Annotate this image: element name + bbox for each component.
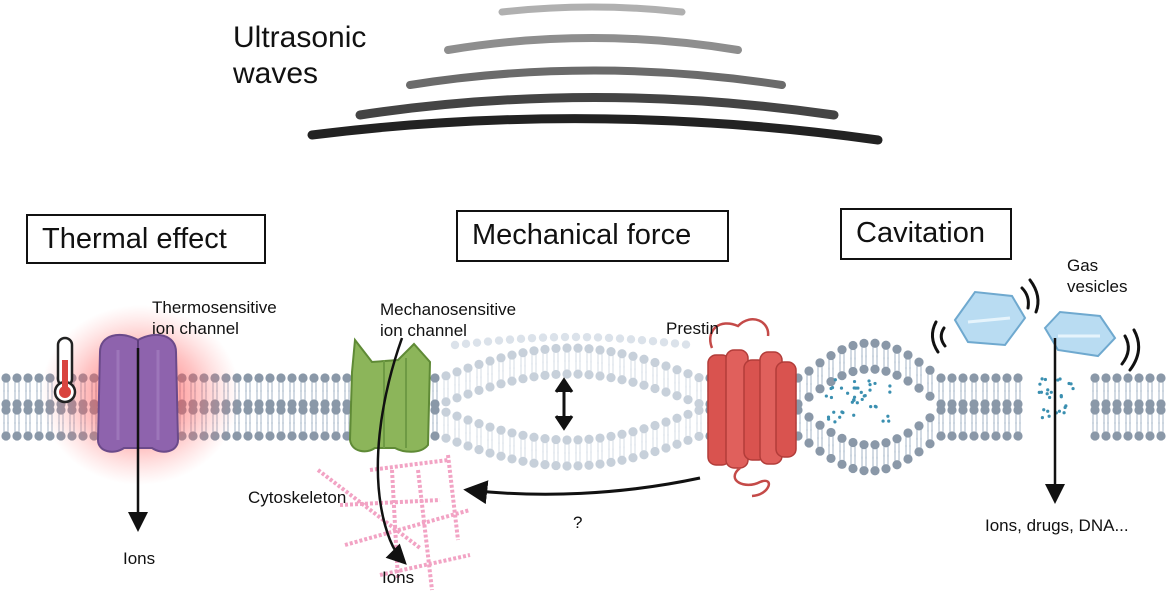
prestin-label: Prestin [666, 319, 719, 338]
ion-dots [824, 377, 1075, 424]
mechano-label-1: Mechanosensitive [380, 300, 517, 319]
ions-left-label: Ions [123, 549, 156, 568]
gas-label-2: vesicles [1067, 277, 1128, 296]
thermo-label-1: Thermosensitive [152, 298, 277, 317]
cytoskeleton-label: Cytoskeleton [248, 488, 347, 507]
title-line-1: Ultrasonic [233, 21, 367, 54]
thermo-label-2: ion channel [152, 319, 239, 338]
mechanosensitive-channel [348, 337, 432, 453]
title-line-2: waves [233, 57, 319, 90]
mechanical-force-box: Mechanical force [456, 210, 729, 262]
gas-label-1: Gas [1067, 256, 1099, 275]
gas-vesicle-right [1043, 310, 1117, 358]
thermal-effect-box: Thermal effect [26, 214, 266, 264]
gas-vesicle-left [953, 290, 1027, 347]
question-label: ? [573, 513, 583, 532]
ions-mid-label: Ions [382, 568, 415, 587]
ion-arrows [128, 337, 1065, 565]
cytoskeleton [316, 454, 471, 591]
thermometer-icon [53, 336, 77, 404]
cavitation-box: Cavitation [840, 208, 1012, 260]
prestin-protein [707, 318, 797, 498]
vibration-marks-icon [931, 278, 1141, 372]
ultrasonic-waves-icon [307, 3, 883, 145]
vertical-double-arrow [554, 377, 574, 431]
ions-right-label: Ions, drugs, DNA... [985, 516, 1129, 535]
mechano-label-2: ion channel [380, 321, 467, 340]
